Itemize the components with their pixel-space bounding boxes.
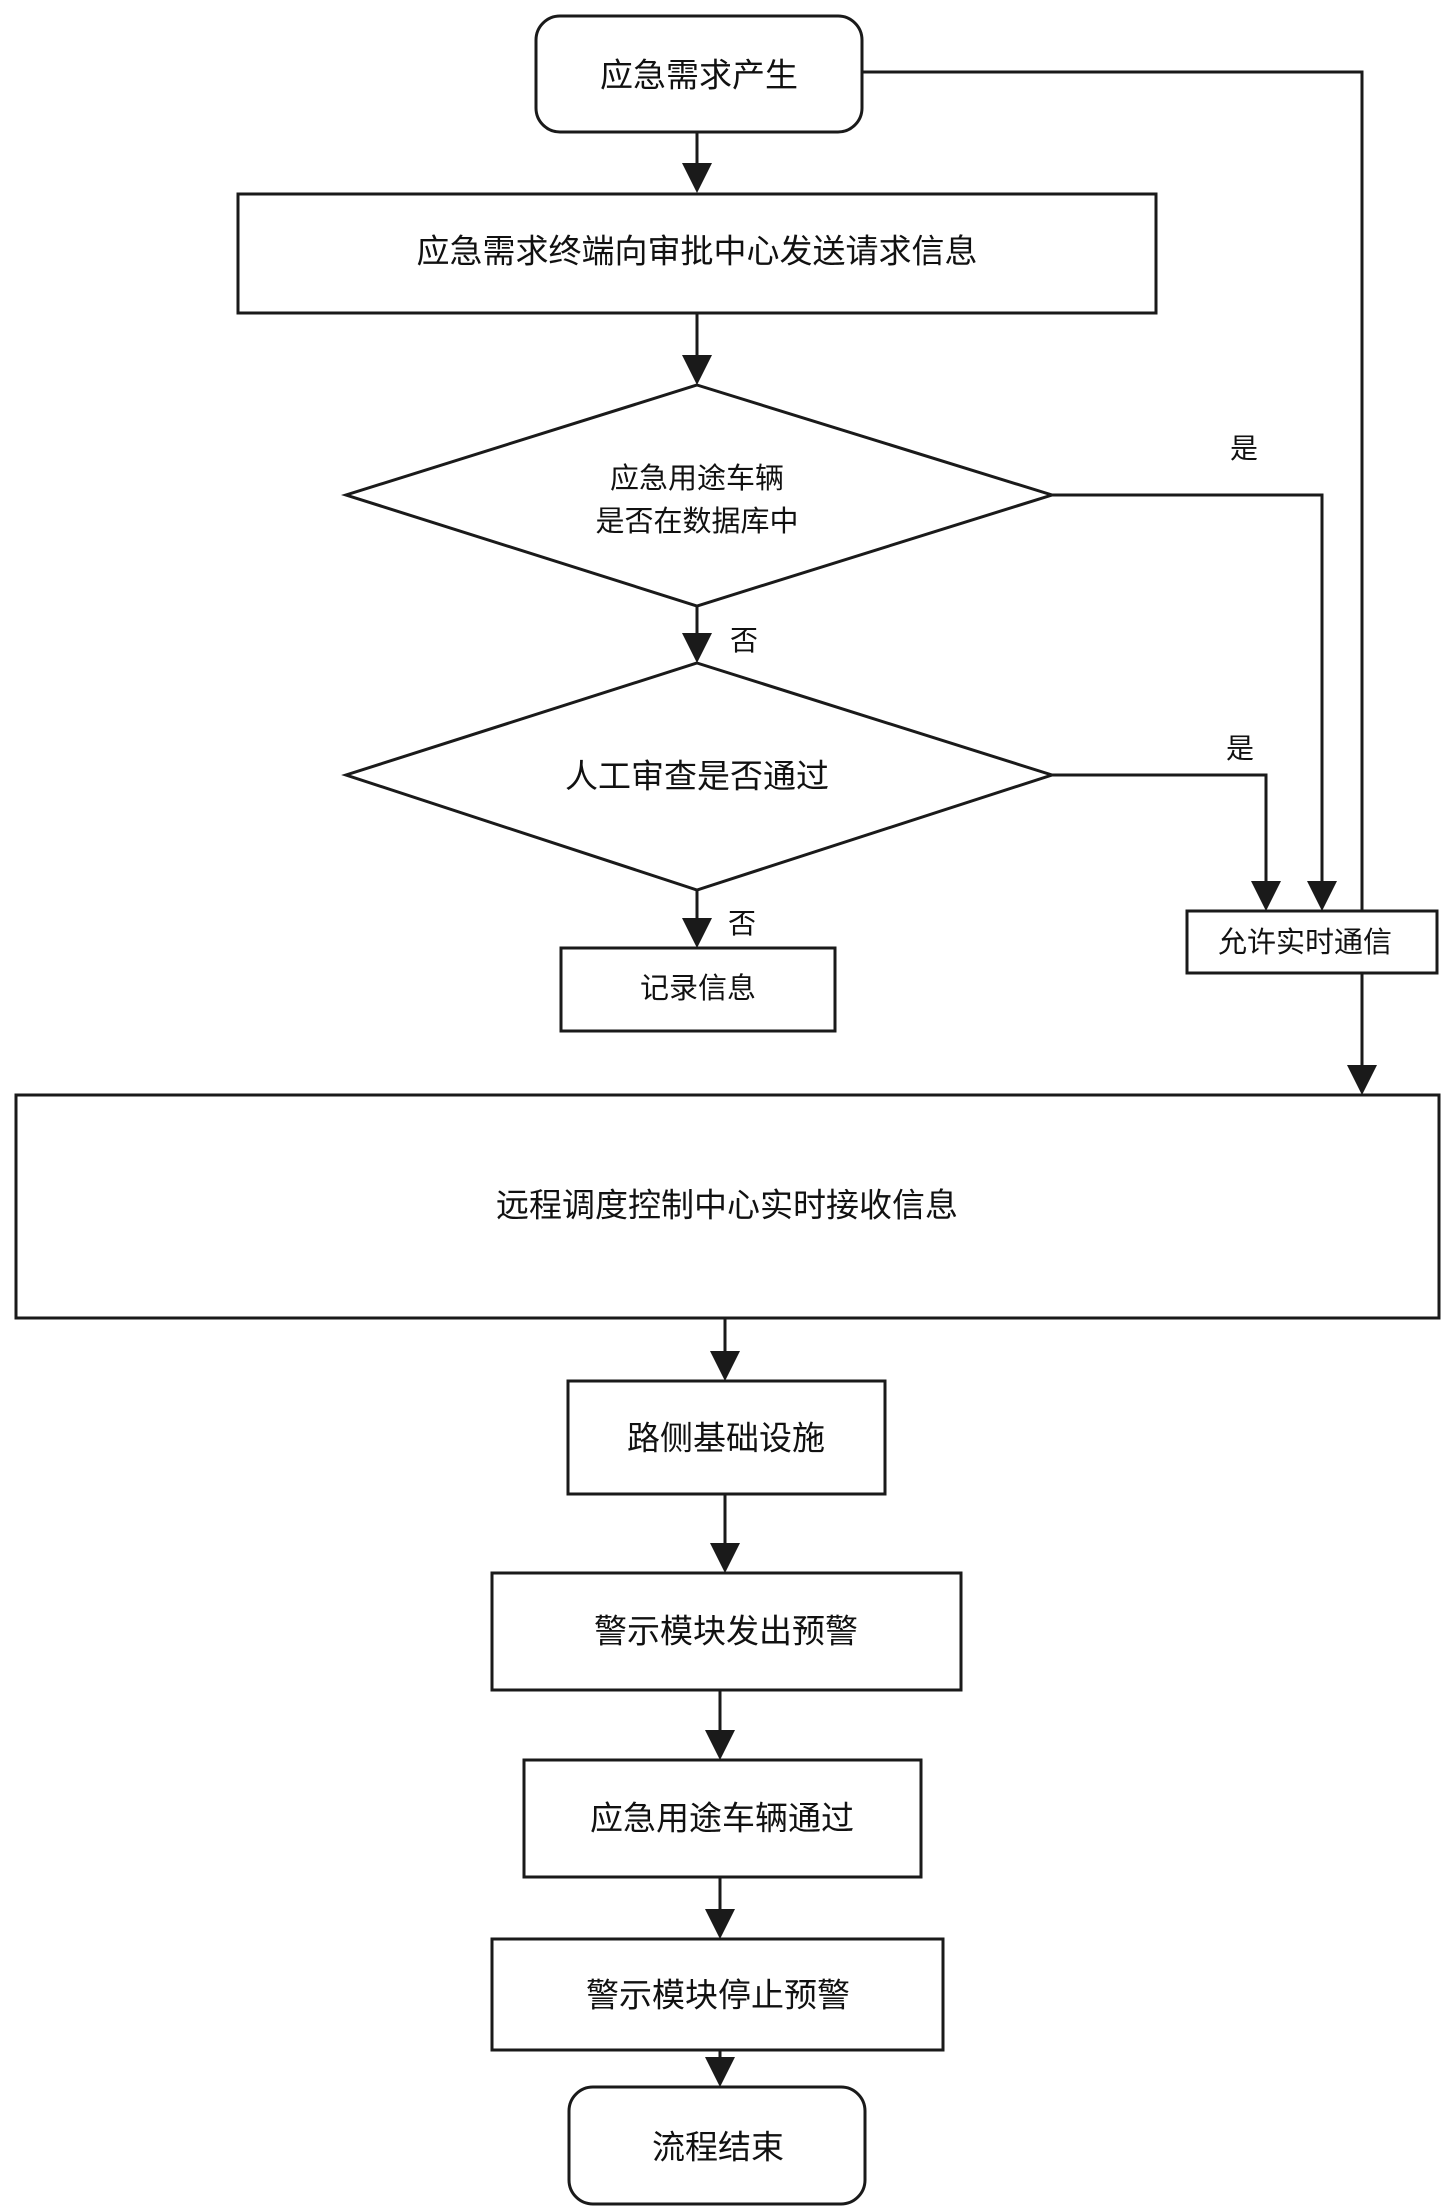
db-no-label: 否 [730, 624, 758, 657]
warning-start-label: 警示模块发出预警 [594, 1612, 858, 1651]
warning-start-node: 警示模块发出预警 [490, 1571, 963, 1692]
decision-manual-label: 人工审查是否通过 [565, 757, 829, 796]
allow-comm-node: 允许实时通信 [1185, 909, 1439, 975]
manual-yes-label: 是 [1226, 732, 1254, 765]
decision-manual-node: 人工审查是否通过 [341, 661, 1057, 892]
roadside-label: 路侧基础设施 [627, 1419, 825, 1458]
start-node-label: 应急需求产生 [600, 56, 798, 95]
record-info-label: 记录信息 [640, 971, 756, 1005]
record-info-node: 记录信息 [559, 946, 837, 1033]
vehicle-pass-node: 应急用途车辆通过 [522, 1758, 923, 1879]
roadside-node: 路侧基础设施 [566, 1379, 887, 1496]
allow-comm-label: 允许实时通信 [1218, 925, 1392, 959]
db-yes-label: 是 [1230, 432, 1258, 465]
manual-no-label: 否 [728, 907, 756, 940]
vehicle-pass-label: 应急用途车辆通过 [590, 1799, 854, 1838]
warning-stop-node: 警示模块停止预警 [490, 1937, 945, 2052]
connectors [682, 70, 1377, 2087]
start-node: 应急需求产生 [534, 14, 864, 134]
decision-db-label-line2: 是否在数据库中 [595, 504, 798, 538]
send-request-label: 应急需求终端向审批中心发送请求信息 [417, 232, 978, 271]
decision-db-node: 应急用途车辆 是否在数据库中 [341, 383, 1058, 608]
warning-stop-label: 警示模块停止预警 [586, 1976, 850, 2015]
arrow-decision-manual-yes [1052, 773, 1281, 911]
end-node: 流程结束 [567, 2085, 867, 2206]
remote-center-label: 远程调度控制中心实时接收信息 [496, 1186, 958, 1225]
end-node-label: 流程结束 [652, 2128, 784, 2167]
decision-db-label-line1: 应急用途车辆 [610, 461, 784, 495]
arrow-start-bypass [862, 70, 1377, 1095]
remote-center-node: 远程调度控制中心实时接收信息 [14, 1093, 1441, 1320]
arrow-decision-db-yes [1052, 493, 1337, 911]
send-request-node: 应急需求终端向审批中心发送请求信息 [236, 192, 1158, 315]
